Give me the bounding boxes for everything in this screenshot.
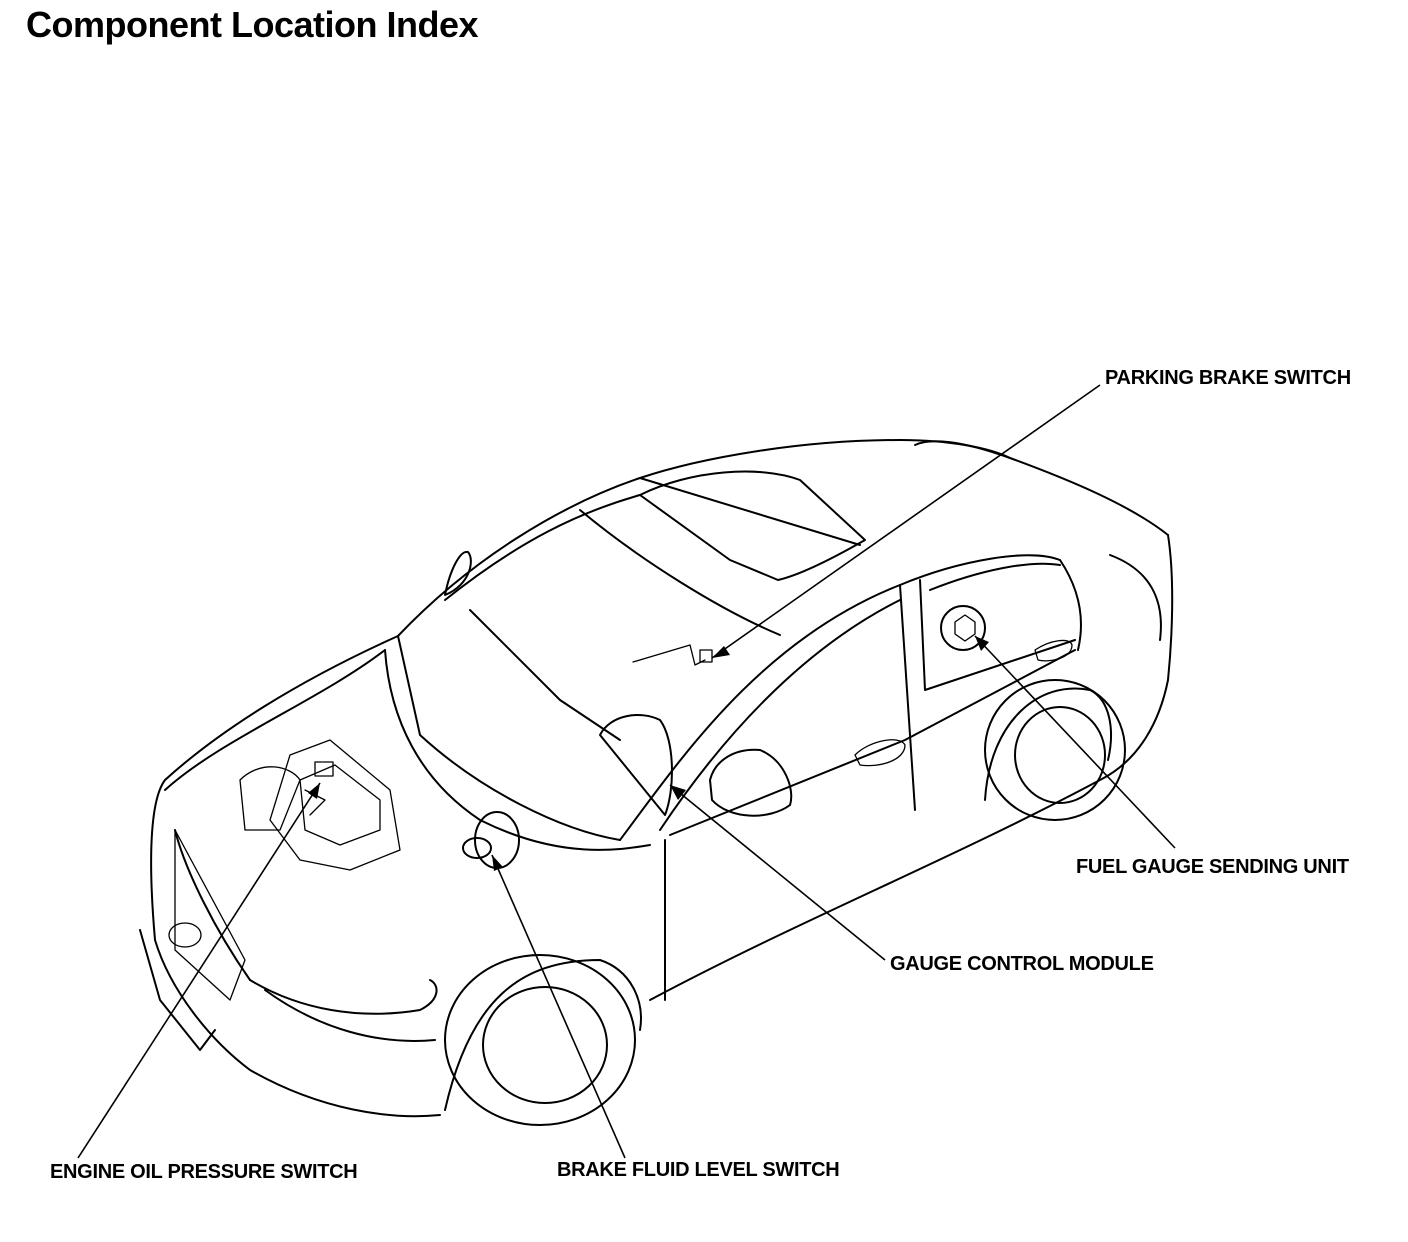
parking-brake-switch-label: PARKING BRAKE SWITCH (1105, 367, 1351, 389)
page-title: Component Location Index (26, 4, 479, 45)
gauge-control-module-label: GAUGE CONTROL MODULE (890, 953, 1154, 975)
car-outline (139, 439, 1174, 1126)
fuel-gauge-sending-unit-label: FUEL GAUGE SENDING UNIT (1076, 856, 1349, 878)
engine-oil-pressure-switch-label: ENGINE OIL PRESSURE SWITCH (50, 1161, 358, 1183)
leader-lines (77, 384, 1176, 1159)
brake-fluid-level-switch-label: BRAKE FLUID LEVEL SWITCH (557, 1159, 840, 1181)
